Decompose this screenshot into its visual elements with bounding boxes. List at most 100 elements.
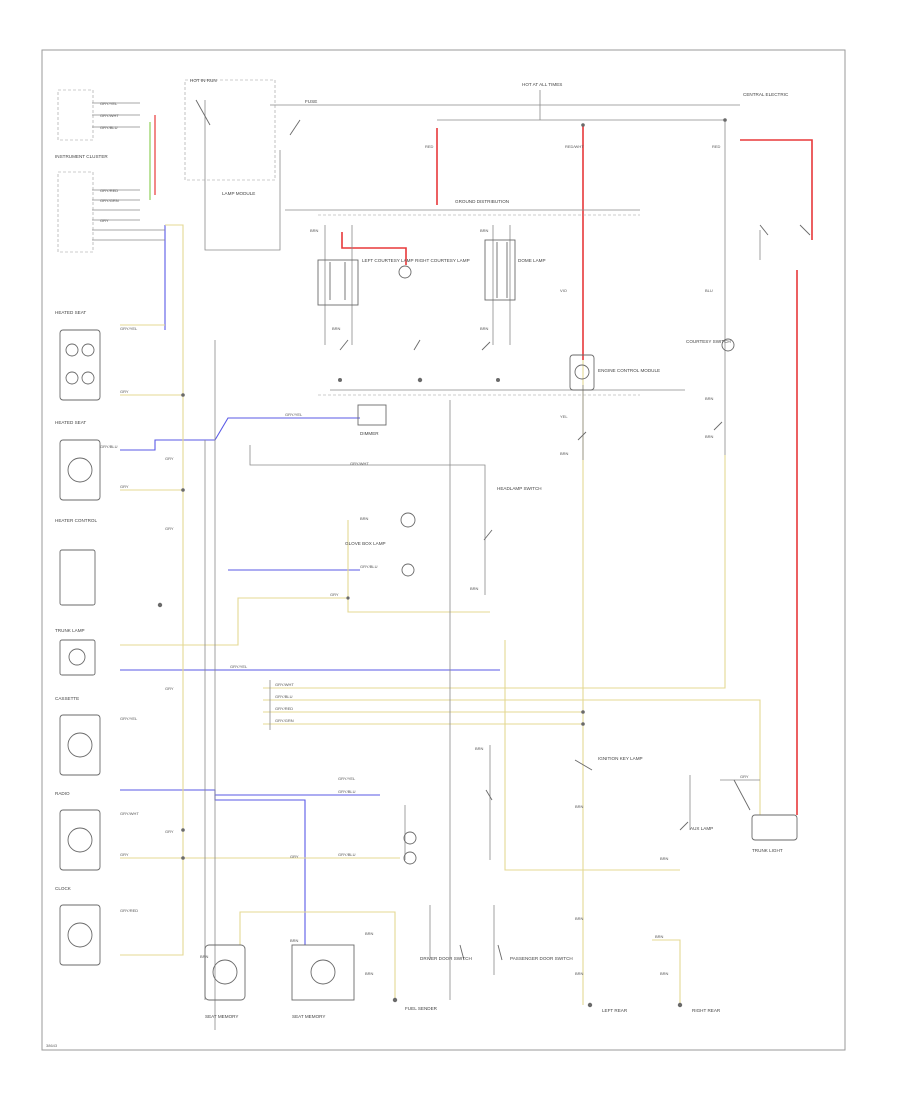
label-heated-seat-2: HEATED SEAT	[55, 420, 86, 425]
component-labels: HOT IN RUN HOT AT ALL TIMES FUSE INSTRUM…	[55, 78, 789, 1019]
wire-code: GRY	[120, 852, 129, 857]
label-ground-distribution: GROUND DISTRIBUTION	[455, 199, 509, 204]
wire-code: BRN	[705, 396, 714, 401]
wire-code: RED/WHT	[565, 144, 584, 149]
label-courtesy-switch: COURTESY SWITCH	[686, 339, 731, 344]
yellow-wires	[120, 224, 761, 1005]
cassette-box	[59, 714, 101, 776]
battery-box	[751, 814, 798, 841]
dashed-boundaries	[57, 79, 640, 396]
red-wires	[341, 125, 813, 815]
wire-code: GRY/GRN	[275, 718, 294, 723]
wire-code: BRN	[660, 971, 669, 976]
wire-code: BRN	[480, 326, 489, 331]
wire-code: BRN	[365, 971, 374, 976]
wire-code: GRY/BLU	[338, 789, 356, 794]
label-hot-at-all-times: HOT AT ALL TIMES	[522, 82, 562, 87]
wire-code: GRY	[165, 526, 174, 531]
wire-code: BRN	[290, 938, 299, 943]
switch-box	[59, 549, 96, 606]
label-clock: CLOCK	[55, 886, 72, 891]
wire-code: RED	[712, 144, 721, 149]
heater-box	[59, 439, 101, 501]
label-passenger-switch: PASSENGER DOOR SWITCH	[510, 956, 573, 961]
label-dome-lamp: DOME LAMP	[518, 258, 546, 263]
wire-code: VIO	[560, 288, 567, 293]
radio-box	[59, 809, 101, 871]
wire-code: BRN	[560, 451, 569, 456]
label-rear-left: LEFT REAR	[602, 1008, 628, 1013]
wire-code: GRY/WHT	[350, 461, 369, 466]
wire-code-labels: GRY/YEL GRY/WHT GRY/BLU GRY/RED GRY/GRN …	[100, 101, 749, 976]
wire-code: GRY/GRN	[100, 198, 119, 203]
label-dimmer: DIMMER	[360, 431, 379, 436]
label-fuse: FUSE	[305, 99, 317, 104]
wire-code: GRY	[165, 829, 174, 834]
wire-code: YEL	[560, 414, 568, 419]
wire-code: GRY	[165, 456, 174, 461]
left-components	[59, 329, 101, 966]
wire-code: GRY/WHT	[120, 811, 139, 816]
label-lamp-module: LAMP MODULE	[222, 191, 255, 196]
junction-dots	[157, 118, 727, 1008]
wire-code: GRY/YEL	[285, 412, 303, 417]
label-headlamp-switch: HEADLAMP SWITCH	[497, 486, 542, 491]
footer-code: 38643	[46, 1043, 58, 1048]
wire-code: GRY	[740, 774, 749, 779]
wire-code: GRY	[330, 592, 339, 597]
wire-code: GRY/WHT	[275, 682, 294, 687]
blue-wires	[120, 225, 500, 945]
label-driver-switch: DRIVER DOOR SWITCH	[420, 956, 472, 961]
wire-code: GRY/WHT	[100, 113, 119, 118]
wire-code: RED	[425, 144, 434, 149]
label-hot-in-run: HOT IN RUN	[190, 78, 217, 83]
wire-code: GRY/RED	[275, 706, 293, 711]
label-heater-control: HEATER CONTROL	[55, 518, 97, 523]
wire-code: BRN	[200, 954, 209, 959]
label-engine-control: ENGINE CONTROL MODULE	[598, 368, 660, 373]
seat-memory-left	[204, 944, 246, 1001]
wire-code: BRN	[575, 916, 584, 921]
switches	[195, 99, 811, 961]
grey-wires	[92, 90, 761, 1030]
lamp-box	[59, 639, 96, 676]
upper-components	[204, 239, 798, 1001]
wire-code: GRY/BLU	[100, 444, 118, 449]
label-central-electric: CENTRAL ELECTRIC	[743, 92, 789, 97]
label-glove-box: GLOVE BOX LAMP	[345, 541, 386, 546]
label-trunk-lamp: TRUNK LAMP	[55, 628, 85, 633]
wire-code: GRY/RED	[100, 188, 118, 193]
wire-code: GRY	[100, 218, 109, 223]
clock-box	[59, 904, 101, 966]
wire-code: BRN	[360, 516, 369, 521]
wire-code: GRY/RED	[120, 908, 138, 913]
label-cassette: CASSETTE	[55, 696, 79, 701]
seat-memory-right	[291, 944, 355, 1001]
wire-code: GRY/BLU	[275, 694, 293, 699]
wire-code: BRN	[470, 586, 479, 591]
wire-code: BRN	[480, 228, 489, 233]
wire-code: BRN	[575, 971, 584, 976]
label-ignition-key: IGNITION KEY LAMP	[598, 756, 643, 761]
wire-code: GRY/YEL	[338, 776, 356, 781]
wire-code: GRY/BLU	[338, 852, 356, 857]
wire-code: BRN	[475, 746, 484, 751]
label-radio: RADIO	[55, 791, 70, 796]
diagram-frame	[41, 49, 846, 1051]
wire-code: BRN	[575, 804, 584, 809]
wire-code: GRY/BLU	[360, 564, 378, 569]
wire-code: GRY/BLU	[100, 125, 118, 130]
label-instrument-cluster: INSTRUMENT CLUSTER	[55, 154, 108, 159]
label-rear-right: RIGHT REAR	[692, 1008, 721, 1013]
wire-code: BRN	[365, 931, 374, 936]
wire-code: GRY/YEL	[120, 326, 138, 331]
wire-code: BRN	[705, 434, 714, 439]
wire-code: BRN	[655, 934, 664, 939]
label-right-courtesy: RIGHT COURTESY LAMP	[415, 258, 470, 263]
label-trunk-light: TRUNK LIGHT	[752, 848, 783, 853]
wire-code: GRY	[165, 686, 174, 691]
seat-heater-box-1	[59, 329, 101, 401]
wire-code: BRN	[310, 228, 319, 233]
label-heated-seat-1: HEATED SEAT	[55, 310, 86, 315]
